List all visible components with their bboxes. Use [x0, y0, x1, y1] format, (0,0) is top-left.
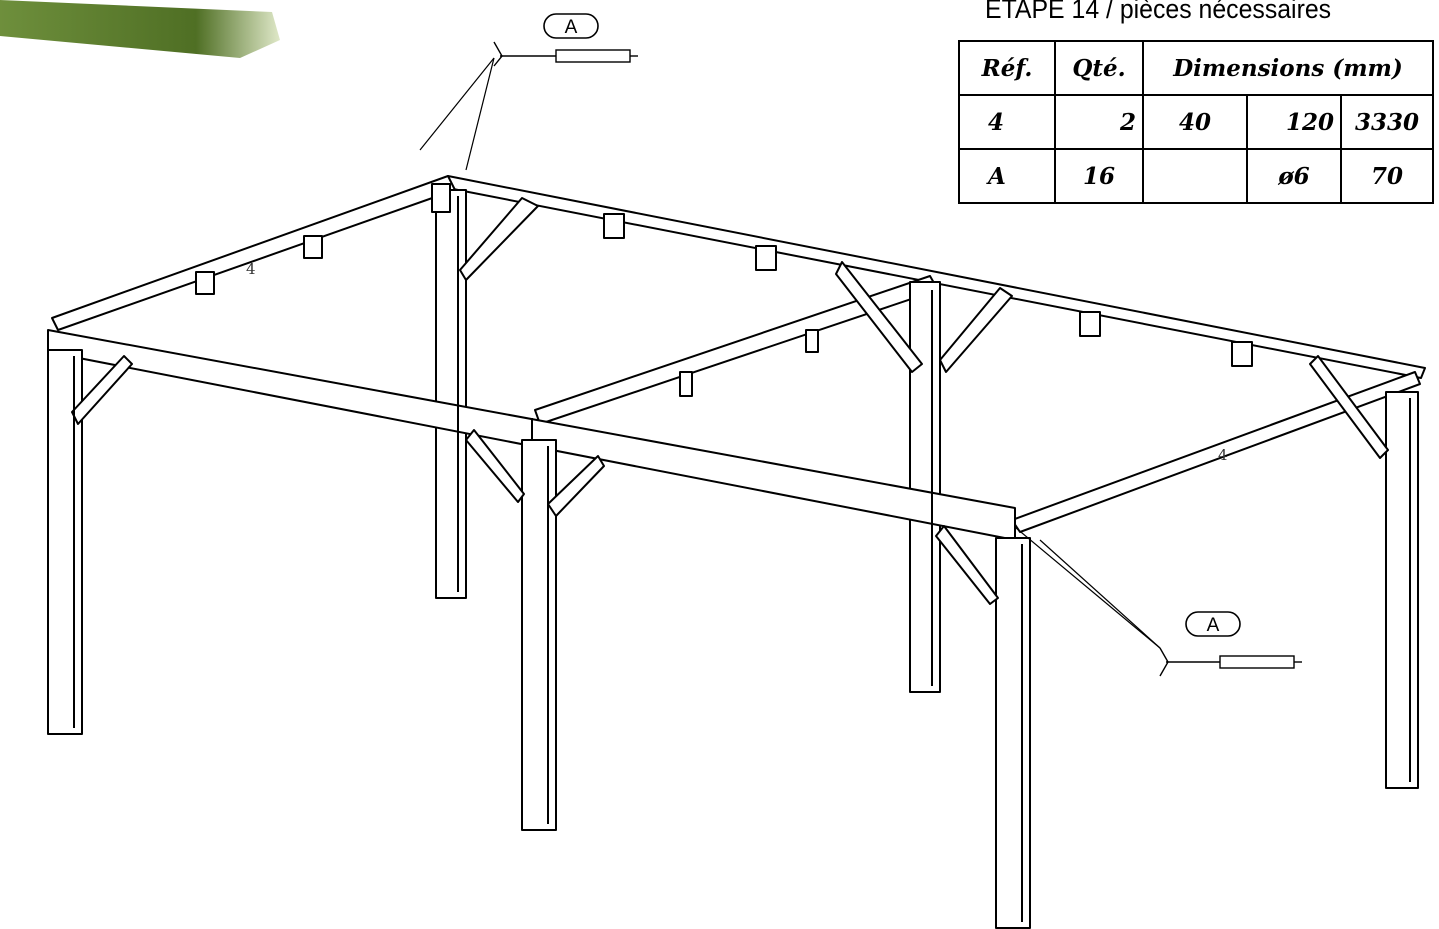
step-title: ÉTAPE 14 / pièces nécessaires: [985, 0, 1332, 24]
parts-table: Réf. Qté. Dimensions (mm) 4 2 40 120 333…: [958, 40, 1434, 204]
cell-dim-2: 120: [1246, 94, 1342, 150]
parts-table-row: A 16 ø6 70: [958, 148, 1434, 204]
cell-dim-1: 40: [1142, 94, 1248, 150]
cell-qty: 2: [1054, 94, 1144, 150]
cell-qty: 16: [1054, 148, 1144, 204]
leader-lines: [419, 57, 1161, 649]
callout-label-top: A: [565, 17, 578, 38]
header-dimensions: Dimensions (mm): [1142, 40, 1434, 96]
callout-bubble-bottom: A: [1185, 611, 1241, 637]
cell-dim-2: ø6: [1246, 148, 1342, 204]
callout-bubble-top: A: [543, 13, 599, 39]
header-qty: Qté.: [1054, 40, 1144, 96]
green-ribbon-decoration: [0, 0, 280, 58]
cell-dim-3: 70: [1340, 148, 1434, 204]
parts-table-row: 4 2 40 120 3330: [958, 94, 1434, 150]
callout-label-bottom: A: [1207, 615, 1220, 636]
cell-dim-1: [1142, 148, 1248, 204]
part-label-beam-right: 4: [1218, 446, 1228, 464]
screw-icon-bottom: [1159, 647, 1302, 677]
parts-table-header: Réf. Qté. Dimensions (mm): [958, 40, 1434, 96]
frame-lines: [47, 175, 1426, 929]
cell-ref: A: [958, 148, 1056, 204]
screw-icon-top: [493, 41, 638, 67]
header-ref: Réf.: [958, 40, 1056, 96]
part-label-beam-left: 4: [246, 260, 256, 278]
cell-ref: 4: [958, 94, 1056, 150]
cell-dim-3: 3330: [1340, 94, 1434, 150]
